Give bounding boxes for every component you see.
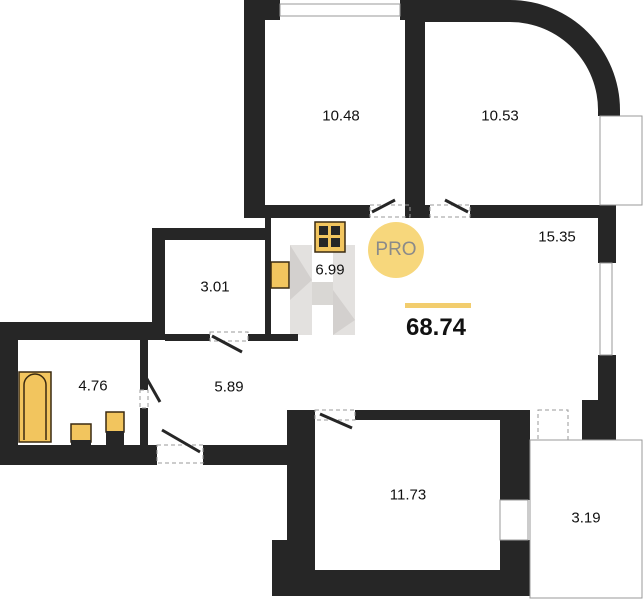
room-area-living-room: 15.35 — [538, 228, 576, 246]
stove-icon — [314, 221, 346, 253]
total-area: 68.74 — [405, 314, 467, 341]
room-area-hallway: 5.89 — [214, 378, 244, 396]
doors — [139, 198, 569, 464]
toilet-icon — [105, 411, 125, 445]
room-area-storage: 3.01 — [200, 278, 230, 296]
pro-badge: PRO — [368, 222, 424, 278]
watermark-logo — [290, 245, 355, 335]
room-area-bathroom: 4.76 — [78, 377, 108, 395]
room-area-bedroom-left: 10.48 — [322, 107, 360, 125]
kitchen-sink-icon — [266, 261, 290, 290]
windows — [279, 3, 643, 599]
bathtub-icon — [18, 371, 52, 443]
total-area-accent-bar — [405, 303, 471, 308]
room-area-bedroom-bottom: 11.73 — [389, 486, 427, 504]
room-area-kitchen: 6.99 — [315, 261, 345, 279]
walls — [0, 0, 620, 596]
room-area-balcony: 3.19 — [571, 509, 601, 527]
sink-icon — [70, 423, 92, 446]
room-area-bedroom-right: 10.53 — [481, 107, 519, 125]
